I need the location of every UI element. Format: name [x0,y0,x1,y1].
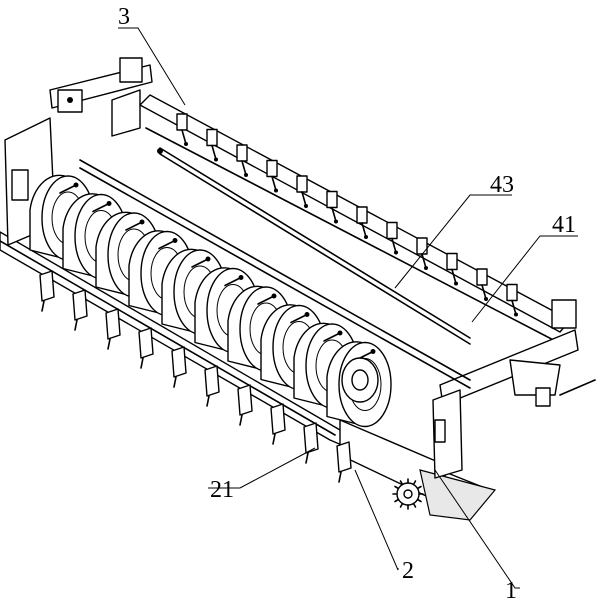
disc-bracket [171,346,187,388]
disc-bracket [270,403,286,445]
disc-bracket [204,365,220,407]
roller-collar [446,252,458,286]
lower-brackets [39,270,352,483]
cutter-discs [29,174,392,428]
disc-bracket [105,308,121,350]
roller-collar [506,283,518,317]
disc-bracket [138,327,154,369]
long-shaft [157,147,471,345]
roller-collar [296,175,308,208]
roller-collar [206,128,218,162]
roller-collar [356,206,368,239]
disc-bracket [237,384,253,426]
right-side-frame [432,299,596,479]
disc-bracket [303,422,319,464]
roller-collar [386,221,398,255]
roller-collar [476,268,488,301]
callout-41: 41 [552,212,576,238]
callout-43: 43 [490,172,514,198]
disc-shaft [79,159,471,389]
disc-bracket [336,441,352,483]
left-side-frame [4,57,153,246]
callout-21: 21 [210,477,234,503]
callout-1: 1 [505,578,517,600]
callout-2: 2 [402,558,414,584]
sprocket [392,478,424,510]
cutter-disc [326,341,392,428]
disc-bracket [39,270,55,312]
disc-bracket [72,289,88,331]
leader-lines [118,27,578,589]
roller-collar [176,113,188,146]
callout-3: 3 [118,4,130,30]
roller-collar [326,190,338,224]
roller-collar [266,159,278,193]
roller-collar [236,144,248,177]
